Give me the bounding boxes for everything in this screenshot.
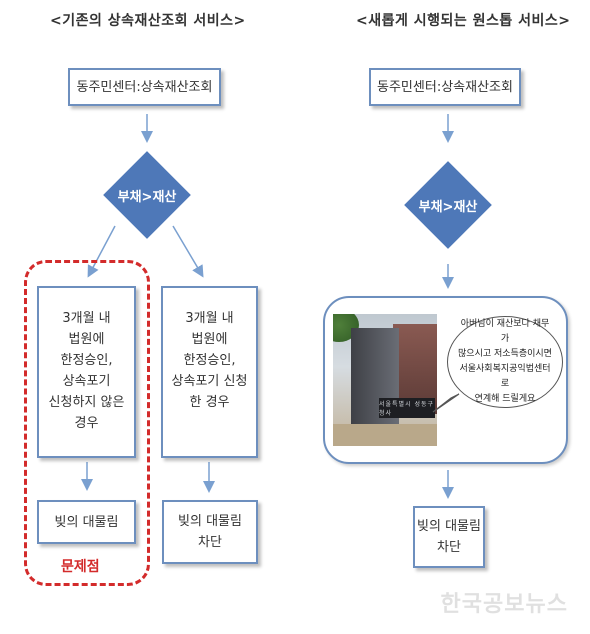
problem-label: 문제점 [61,559,100,575]
case-a-text: 3개월 내 법원에 한정승인, 상속포기 신청하지 않은 경우 [49,308,125,434]
building-sign: 서울특별시 성동구 청사 [379,398,435,418]
right-decision: 부채>재산 [403,160,493,250]
case-a-line: 법원에 [68,332,105,347]
onestop-panel: 서울특별시 성동구 청사 아버님이 재산보다 채무가 많으시고 저소득층이시면 … [323,296,568,464]
case-a-box: 3개월 내 법원에 한정승인, 상속포기 신청하지 않은 경우 [37,286,136,458]
case-a-line: 신청하지 않은 [48,395,125,410]
case-a-line: 한정승인, [60,353,113,368]
left-decision: 부채>재산 [102,150,192,240]
case-b-line: 3개월 내 [185,311,234,326]
right-title: <새롭게 시행되는 원스톱 서비스> [356,13,571,29]
case-b-line: 한정승인, [183,353,236,368]
district-office-photo: 서울특별시 성동구 청사 [333,314,437,446]
case-b-line: 법원에 [191,332,228,347]
road-shape [333,424,437,446]
counsel-speech-bubble: 아버님이 재산보다 채무가 많으시고 저소득층이시면 서울사회복지공익법센터로 … [447,316,563,408]
case-b-result-line: 빚의 대물림 [178,514,242,529]
watermark: 한국공보뉴스 [440,592,568,617]
case-a-line: 경우 [74,416,99,431]
problem-highlight-frame [24,260,150,586]
case-b-line: 한 경우 [189,395,230,410]
case-b-box: 3개월 내 법원에 한정승인, 상속포기 신청 한 경우 [161,286,258,458]
case-a-line: 3개월 내 [62,311,111,326]
left-title: <기존의 상속재산조회 서비스> [50,13,246,29]
right-start-box: 동주민센터:상속재산조회 [369,68,521,106]
right-decision-label: 부채>재산 [418,199,478,215]
arrow-left-decision-to-case-b [172,225,204,278]
bubble-tail [432,393,460,413]
case-b-result-box: 빚의 대물림 차단 [162,500,258,564]
case-a-result-box: 빚의 대물림 [37,500,136,544]
bubble-line: 서울사회복지공익법센터로 [459,364,551,389]
case-b-line: 상속포기 신청 [171,374,248,389]
case-b-text: 3개월 내 법원에 한정승인, 상속포기 신청 한 경우 [172,308,248,413]
bubble-line: 연계해 드릴게요 [474,394,536,404]
right-result-line: 차단 [437,540,461,555]
case-a-line: 상속포기 [62,374,111,389]
right-result-box: 빚의 대물림 차단 [413,506,485,568]
arrow-left-decision-to-case-a [87,225,116,278]
bubble-line: 아버님이 재산보다 채무가 [460,319,550,344]
left-decision-label: 부채>재산 [117,189,177,205]
bubble-line: 많으시고 저소득층이시면 [458,349,552,359]
case-b-result-line: 차단 [198,535,222,550]
right-result-line: 빚의 대물림 [417,519,481,534]
left-start-box: 동주민센터:상속재산조회 [68,68,221,106]
